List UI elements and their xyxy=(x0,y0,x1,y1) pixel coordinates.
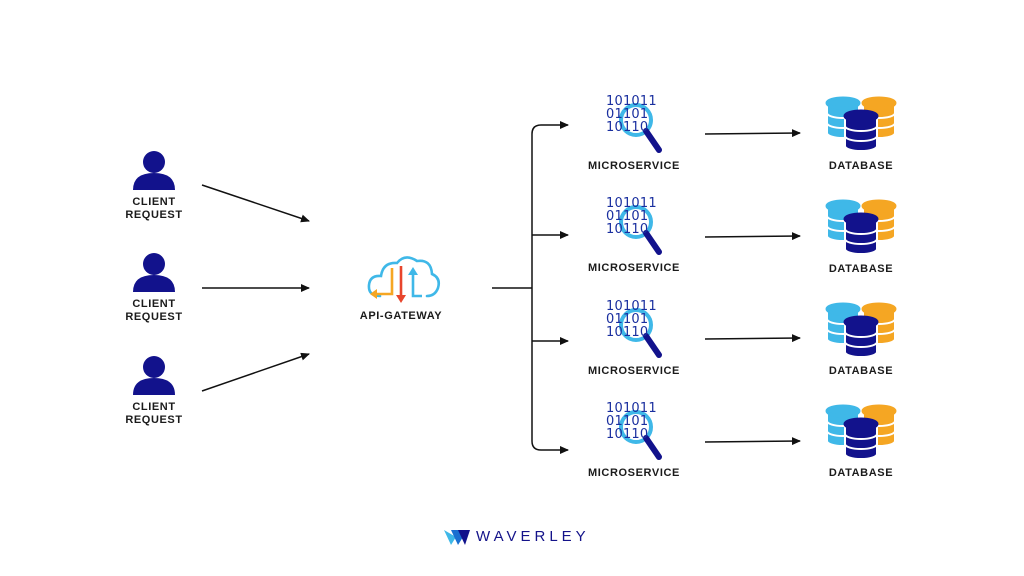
database-icon xyxy=(825,199,897,255)
fan-out-bracket xyxy=(531,124,542,451)
database-icon xyxy=(825,96,897,152)
cloud-gateway-icon xyxy=(367,256,441,303)
arrow-client-1-to-gateway xyxy=(201,184,310,223)
magnifier-icon xyxy=(619,410,662,460)
client-label-line1: CLIENT xyxy=(132,298,176,310)
arrow-microservice-1-to-database xyxy=(704,129,801,138)
brand-footer: WAVERLEY xyxy=(440,528,590,545)
database-label: DATABASE xyxy=(828,467,894,479)
database-icon xyxy=(825,404,897,460)
client-label-line2: REQUEST xyxy=(125,414,183,426)
magnifier-icon xyxy=(619,308,662,358)
client-label-line2: REQUEST xyxy=(125,209,183,221)
arrow-microservice-3-to-database xyxy=(704,334,801,343)
api-gateway-label: API-GATEWAY xyxy=(359,310,443,322)
microservice-label: MICROSERVICE xyxy=(588,160,680,172)
client-label-line1: CLIENT xyxy=(132,401,176,413)
microservice-label: MICROSERVICE xyxy=(588,365,680,377)
magnifier-icon xyxy=(619,103,662,153)
arrow-client-3-to-gateway xyxy=(201,352,310,392)
client-person-icon xyxy=(133,151,175,190)
database-label: DATABASE xyxy=(828,160,894,172)
arrow-microservice-4-to-database xyxy=(704,437,801,446)
database-label: DATABASE xyxy=(828,263,894,275)
brand-name: WAVERLEY xyxy=(476,528,590,545)
microservice-label: MICROSERVICE xyxy=(588,262,680,274)
microservice-label: MICROSERVICE xyxy=(588,467,680,479)
client-request-label: CLIENT REQUEST xyxy=(109,401,199,427)
client-request-label: CLIENT REQUEST xyxy=(109,298,199,324)
client-person-icon xyxy=(133,253,175,292)
arrow-microservice-2-to-database xyxy=(704,232,801,241)
database-icon xyxy=(825,302,897,358)
client-label-line1: CLIENT xyxy=(132,196,176,208)
client-label-line2: REQUEST xyxy=(125,311,183,323)
client-person-icon xyxy=(133,356,175,395)
database-label: DATABASE xyxy=(828,365,894,377)
client-request-label: CLIENT REQUEST xyxy=(109,196,199,222)
waverley-logo-icon xyxy=(444,530,470,545)
magnifier-icon xyxy=(619,205,662,255)
